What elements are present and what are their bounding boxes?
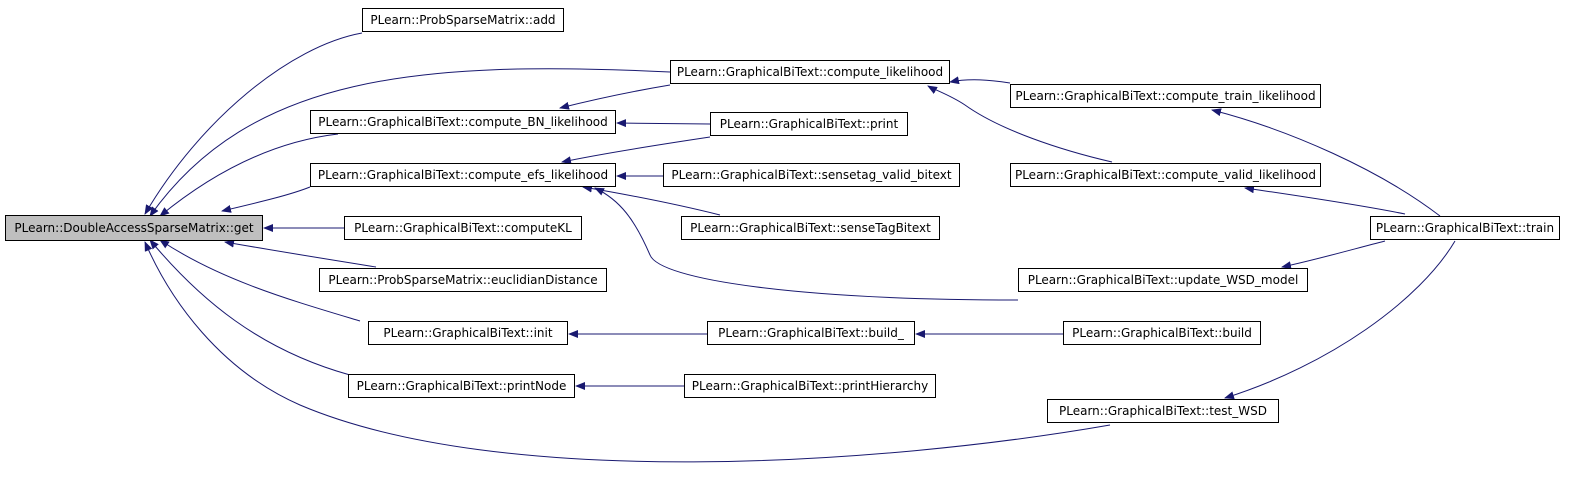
edge-test-wsd-to-get [144,241,1111,463]
node-sense-tag-bitext[interactable]: PLearn::GraphicalBiText::senseTagBitext [681,216,940,240]
node-test-wsd[interactable]: PLearn::GraphicalBiText::test_WSD [1047,399,1279,423]
node-build[interactable]: PLearn::GraphicalBiText::build [1063,321,1261,345]
node-sensetag-valid-bitext[interactable]: PLearn::GraphicalBiText::sensetag_valid_… [663,163,960,187]
edge-valid-lik-to-compute-lik [927,85,1113,163]
node-compute-likelihood[interactable]: PLearn::GraphicalBiText::compute_likelih… [670,60,950,84]
node-build-underscore[interactable]: PLearn::GraphicalBiText::build_ [707,321,915,345]
edge-train-lik-to-compute-lik [949,76,1011,85]
edge-init-to-get [159,239,361,322]
edge-printnode-to-get [149,239,351,376]
edge-update-wsd-to-compute-efs [594,187,1019,301]
edge-compute-lik-to-get [149,68,671,217]
node-print[interactable]: PLearn::GraphicalBiText::print [710,112,908,136]
node-euclidian-distance[interactable]: PLearn::ProbSparseMatrix::euclidianDista… [319,268,607,292]
edge-compute-efs-to-get [221,186,311,213]
node-prob-sparse-matrix-add[interactable]: PLearn::ProbSparseMatrix::add [362,8,564,32]
node-print-node[interactable]: PLearn::GraphicalBiText::printNode [348,374,575,398]
node-compute-kl[interactable]: PLearn::GraphicalBiText::computeKL [344,216,582,240]
node-train[interactable]: PLearn::GraphicalBiText::train [1370,216,1560,240]
node-compute-bn-likelihood[interactable]: PLearn::GraphicalBiText::compute_BN_like… [310,110,616,134]
edge-euclid-to-get [224,239,377,268]
edge-train-to-train-lik [1211,108,1441,217]
edge-add-to-get [144,32,363,215]
node-compute-train-likelihood[interactable]: PLearn::GraphicalBiText::compute_train_l… [1010,84,1321,108]
node-update-wsd-model[interactable]: PLearn::GraphicalBiText::update_WSD_mode… [1018,268,1308,292]
edge-print-to-compute-bn [616,119,711,128]
edge-sensetagbitext-to-compute-efs [582,184,721,216]
edge-compute-bn-to-get [159,133,339,217]
node-double-access-sparse-matrix-get[interactable]: PLearn::DoubleAccessSparseMatrix::get [5,215,263,241]
node-compute-valid-likelihood[interactable]: PLearn::GraphicalBiText::compute_valid_l… [1010,163,1321,187]
node-compute-efs-likelihood[interactable]: PLearn::GraphicalBiText::compute_efs_lik… [310,163,616,187]
edge-train-to-update-wsd [1281,240,1386,270]
edge-train-to-valid-lik [1244,185,1406,215]
node-print-hierarchy[interactable]: PLearn::GraphicalBiText::printHierarchy [684,374,936,398]
edge-print-to-compute-efs [561,136,711,165]
edge-compute-lik-to-compute-bn [559,84,671,110]
edge-train-to-test-wsd [1224,240,1456,400]
node-init[interactable]: PLearn::GraphicalBiText::init [368,321,568,345]
